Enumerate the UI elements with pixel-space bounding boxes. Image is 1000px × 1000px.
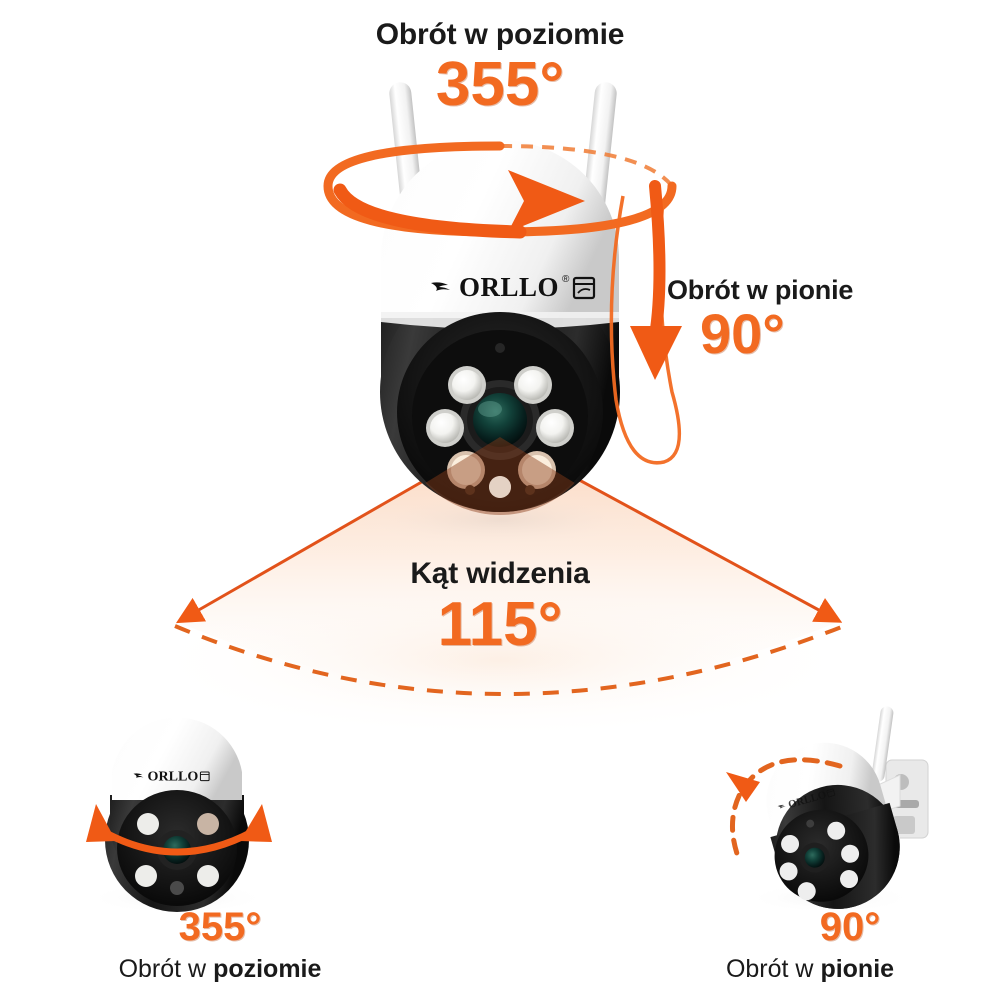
down-arrow-icon [609, 180, 682, 465]
tilt-thumb-value: 90° [819, 905, 881, 949]
tilt-thumb-caption-bold: pionie [820, 955, 895, 983]
brand-registered-mark: ® [562, 274, 570, 285]
fov-label: Kąt widzenia [410, 557, 590, 590]
led-warm [447, 451, 485, 489]
pan-value: 355° [435, 50, 565, 119]
pan-thumb-caption-regular: Obrót w [118, 955, 214, 983]
brand-name: ORLLO [459, 272, 560, 302]
tilt-thumb-camera [726, 706, 929, 913]
led-white [426, 409, 464, 447]
rotation-ring-arrow-icon [323, 141, 677, 239]
orllo-wing-icon [777, 804, 786, 809]
orllo-badge-icon [573, 276, 596, 299]
view-cone-icon [140, 428, 860, 740]
thumb-antenna [871, 706, 894, 782]
fov-value: 115° [437, 590, 563, 659]
tilt-thumb-caption: Obrót w pionie [620, 955, 1000, 984]
tilt-arrowhead [630, 326, 682, 380]
pan-thumb-value: 355° [178, 905, 262, 949]
led-white [514, 366, 552, 404]
brand-logo-thumb-right: ORLLO [776, 786, 836, 814]
brand-name: ORLLO [147, 768, 199, 784]
orllo-wing-icon [133, 773, 144, 778]
orllo-badge-icon [199, 771, 210, 781]
tilt-thumb-caption-regular: Obrót w [725, 955, 821, 983]
center-lens [473, 393, 527, 447]
cone-dashed-arc [174, 624, 845, 696]
pan-arrowhead [508, 170, 585, 232]
double-arrow-horizontal-icon [86, 804, 272, 856]
led-white [448, 366, 486, 404]
brand-logo-thumb-left: ORLLO [133, 768, 210, 784]
microphone-hole [495, 343, 505, 353]
dashed-curve-arrow-icon [726, 757, 843, 865]
orllo-wing-icon [431, 281, 450, 291]
tilt-label: Obrót w pionie [667, 275, 854, 305]
pan-thumb-caption-bold: poziomie [213, 955, 322, 983]
ir-led-array [426, 366, 574, 489]
led-warm [518, 451, 556, 489]
pan-label: Obrót w poziomie [375, 18, 625, 51]
orllo-badge-icon [826, 788, 835, 798]
brand-logo-main: ORLLO ® [430, 272, 596, 303]
tilt-value: 90° [700, 302, 785, 365]
led-white [536, 409, 574, 447]
pan-thumb-caption: Obrót w poziomie [20, 955, 420, 984]
main-camera [350, 82, 650, 550]
pan-thumb-camera [85, 717, 272, 914]
